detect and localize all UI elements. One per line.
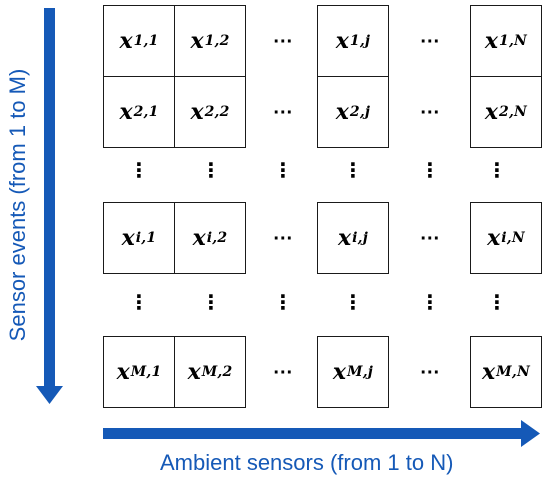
cell-symbol: x bbox=[487, 225, 501, 251]
cell-symbol: x bbox=[119, 28, 133, 54]
vertical-ellipsis: ⋮ bbox=[420, 158, 440, 182]
vertical-ellipsis: ⋮ bbox=[343, 158, 363, 182]
cell-subscript: 2,N bbox=[499, 104, 528, 120]
cell-symbol: x bbox=[116, 359, 130, 385]
cell-subscript: M,j bbox=[347, 364, 374, 380]
cell-subscript: 2,1 bbox=[133, 104, 159, 120]
cell-symbol: x bbox=[192, 225, 206, 251]
cell-subscript: i,2 bbox=[206, 230, 228, 246]
cell-symbol: x bbox=[332, 359, 347, 385]
cell-subscript: i,N bbox=[501, 230, 525, 246]
cell-symbol: x bbox=[190, 99, 204, 125]
horizontal-axis-arrow bbox=[103, 420, 540, 447]
cell-symbol: x bbox=[484, 28, 499, 54]
horizontal-ellipsis: ··· bbox=[420, 102, 440, 122]
vertical-ellipsis: ⋮ bbox=[273, 290, 293, 314]
horizontal-ellipsis: ··· bbox=[273, 228, 293, 248]
cell-symbol: x bbox=[338, 225, 352, 251]
horizontal-axis-label: Ambient sensors (from 1 to N) bbox=[160, 450, 454, 475]
cell-subscript: i,j bbox=[352, 230, 368, 246]
cell-subscript: 2,j bbox=[349, 104, 371, 120]
vertical-ellipsis: ⋮ bbox=[129, 158, 149, 182]
horizontal-ellipsis: ··· bbox=[273, 31, 293, 51]
horizontal-ellipsis: ··· bbox=[420, 362, 440, 382]
cell-symbol: x bbox=[482, 359, 496, 385]
vertical-ellipsis: ⋮ bbox=[273, 158, 293, 182]
cell-subscript: 1,1 bbox=[133, 33, 159, 49]
vertical-ellipsis: ⋮ bbox=[201, 158, 221, 182]
cell-subscript: 2,2 bbox=[204, 104, 230, 120]
horizontal-ellipsis: ··· bbox=[273, 102, 293, 122]
cell-subscript: M,1 bbox=[130, 364, 162, 380]
vertical-ellipsis: ⋮ bbox=[201, 290, 221, 314]
cell-symbol: x bbox=[484, 99, 499, 125]
cell-symbol: x bbox=[190, 28, 204, 54]
vertical-axis-label: Sensor events (from 1 to M) bbox=[5, 68, 30, 342]
vertical-axis-arrow bbox=[36, 8, 63, 404]
cell-subscript: M,2 bbox=[201, 364, 233, 380]
vertical-ellipsis: ⋮ bbox=[343, 290, 363, 314]
cell-symbol: x bbox=[335, 99, 349, 125]
cell-subscript: M,N bbox=[496, 364, 530, 380]
vertical-ellipsis: ⋮ bbox=[487, 158, 507, 182]
horizontal-ellipsis: ··· bbox=[420, 228, 440, 248]
cell-subscript: 1,2 bbox=[204, 33, 230, 49]
cell-subscript: i,1 bbox=[135, 230, 157, 246]
vertical-ellipsis: ⋮ bbox=[487, 290, 507, 314]
cell-symbol: x bbox=[119, 99, 133, 125]
vertical-ellipsis: ⋮ bbox=[129, 290, 149, 314]
horizontal-ellipsis: ··· bbox=[420, 31, 440, 51]
cell-symbol: x bbox=[121, 225, 135, 251]
horizontal-ellipsis: ··· bbox=[273, 362, 293, 382]
cell-symbol: x bbox=[335, 28, 349, 54]
cell-symbol: x bbox=[187, 359, 201, 385]
vertical-ellipsis: ⋮ bbox=[420, 290, 440, 314]
cell-subscript: 1,j bbox=[349, 33, 371, 49]
cell-subscript: 1,N bbox=[499, 33, 528, 49]
